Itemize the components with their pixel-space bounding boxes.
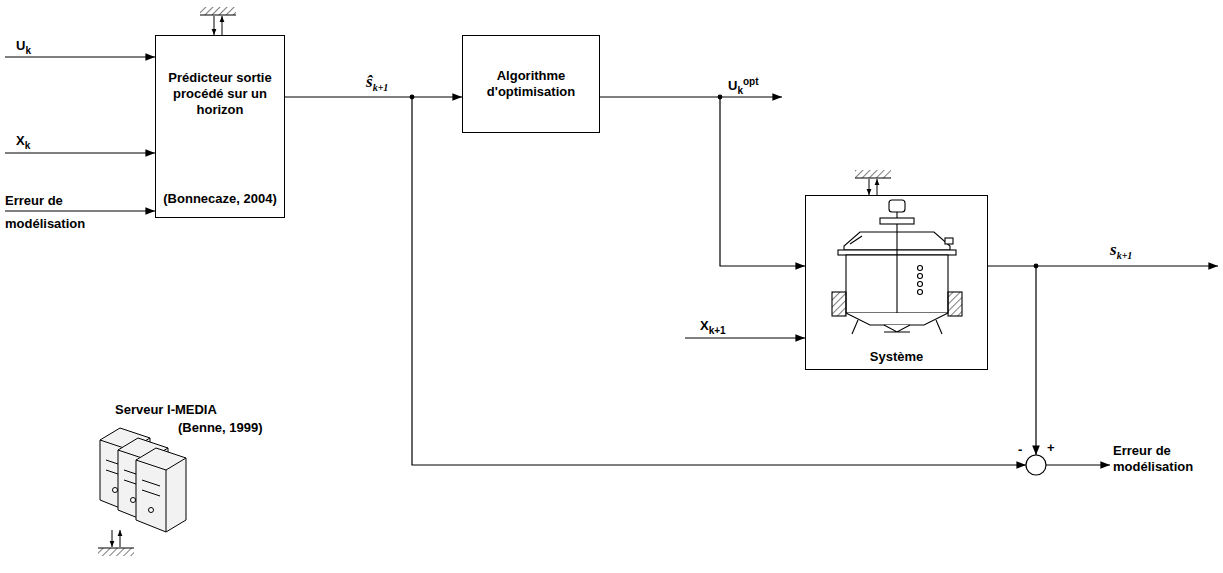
storage-symbol [200, 7, 236, 35]
signal-name: Erreur de modélisation [1113, 443, 1218, 475]
control-wire [720, 96, 782, 97]
signal-name: Xk+1 [700, 318, 726, 339]
node-text: (Bonnecaze, 2004) [163, 191, 276, 207]
sign-label: - [1018, 442, 1022, 458]
node-text: Prédicteur sortie procédé sur un horizon [162, 70, 278, 118]
signal-name: sk+1 [1110, 242, 1132, 264]
signal-name: ŝk+1 [366, 74, 388, 96]
signal-arrow [285, 96, 462, 97]
disturbance-wire [685, 337, 805, 338]
error-wire [1046, 464, 1110, 465]
server-icon [100, 428, 186, 532]
node-text: Système [870, 349, 923, 365]
storage-symbol [855, 170, 891, 195]
optimizer-box: Algorithme d'optimisation [462, 35, 600, 133]
prediction-wire [412, 97, 1026, 465]
feedback-wire [1035, 266, 1036, 455]
input-wire [5, 210, 155, 211]
reactor-illustration [832, 200, 962, 334]
input-wire [5, 152, 155, 153]
node-text: Algorithme d'optimisation [469, 68, 593, 100]
system-box: Système [805, 195, 988, 370]
junction-dot [1034, 264, 1038, 268]
signal-wires [5, 57, 1218, 475]
output-wire [988, 265, 1218, 266]
signal-name: Erreur de modélisation [5, 189, 89, 235]
signal-name: Ukopt [728, 74, 759, 99]
summing-circle [1026, 455, 1046, 475]
signal-name: Uk [16, 38, 31, 59]
storage-symbol [98, 530, 134, 556]
sign-label: + [1047, 440, 1055, 456]
input-wire [5, 56, 155, 57]
signal-name: Xk [16, 133, 30, 154]
predictor-box: Prédicteur sortie procédé sur un horizon… [155, 35, 285, 218]
signal-arrow [600, 97, 805, 266]
server-name: Serveur I-MEDIA [115, 402, 217, 418]
reference-note: (Benne, 1999) [178, 420, 263, 436]
